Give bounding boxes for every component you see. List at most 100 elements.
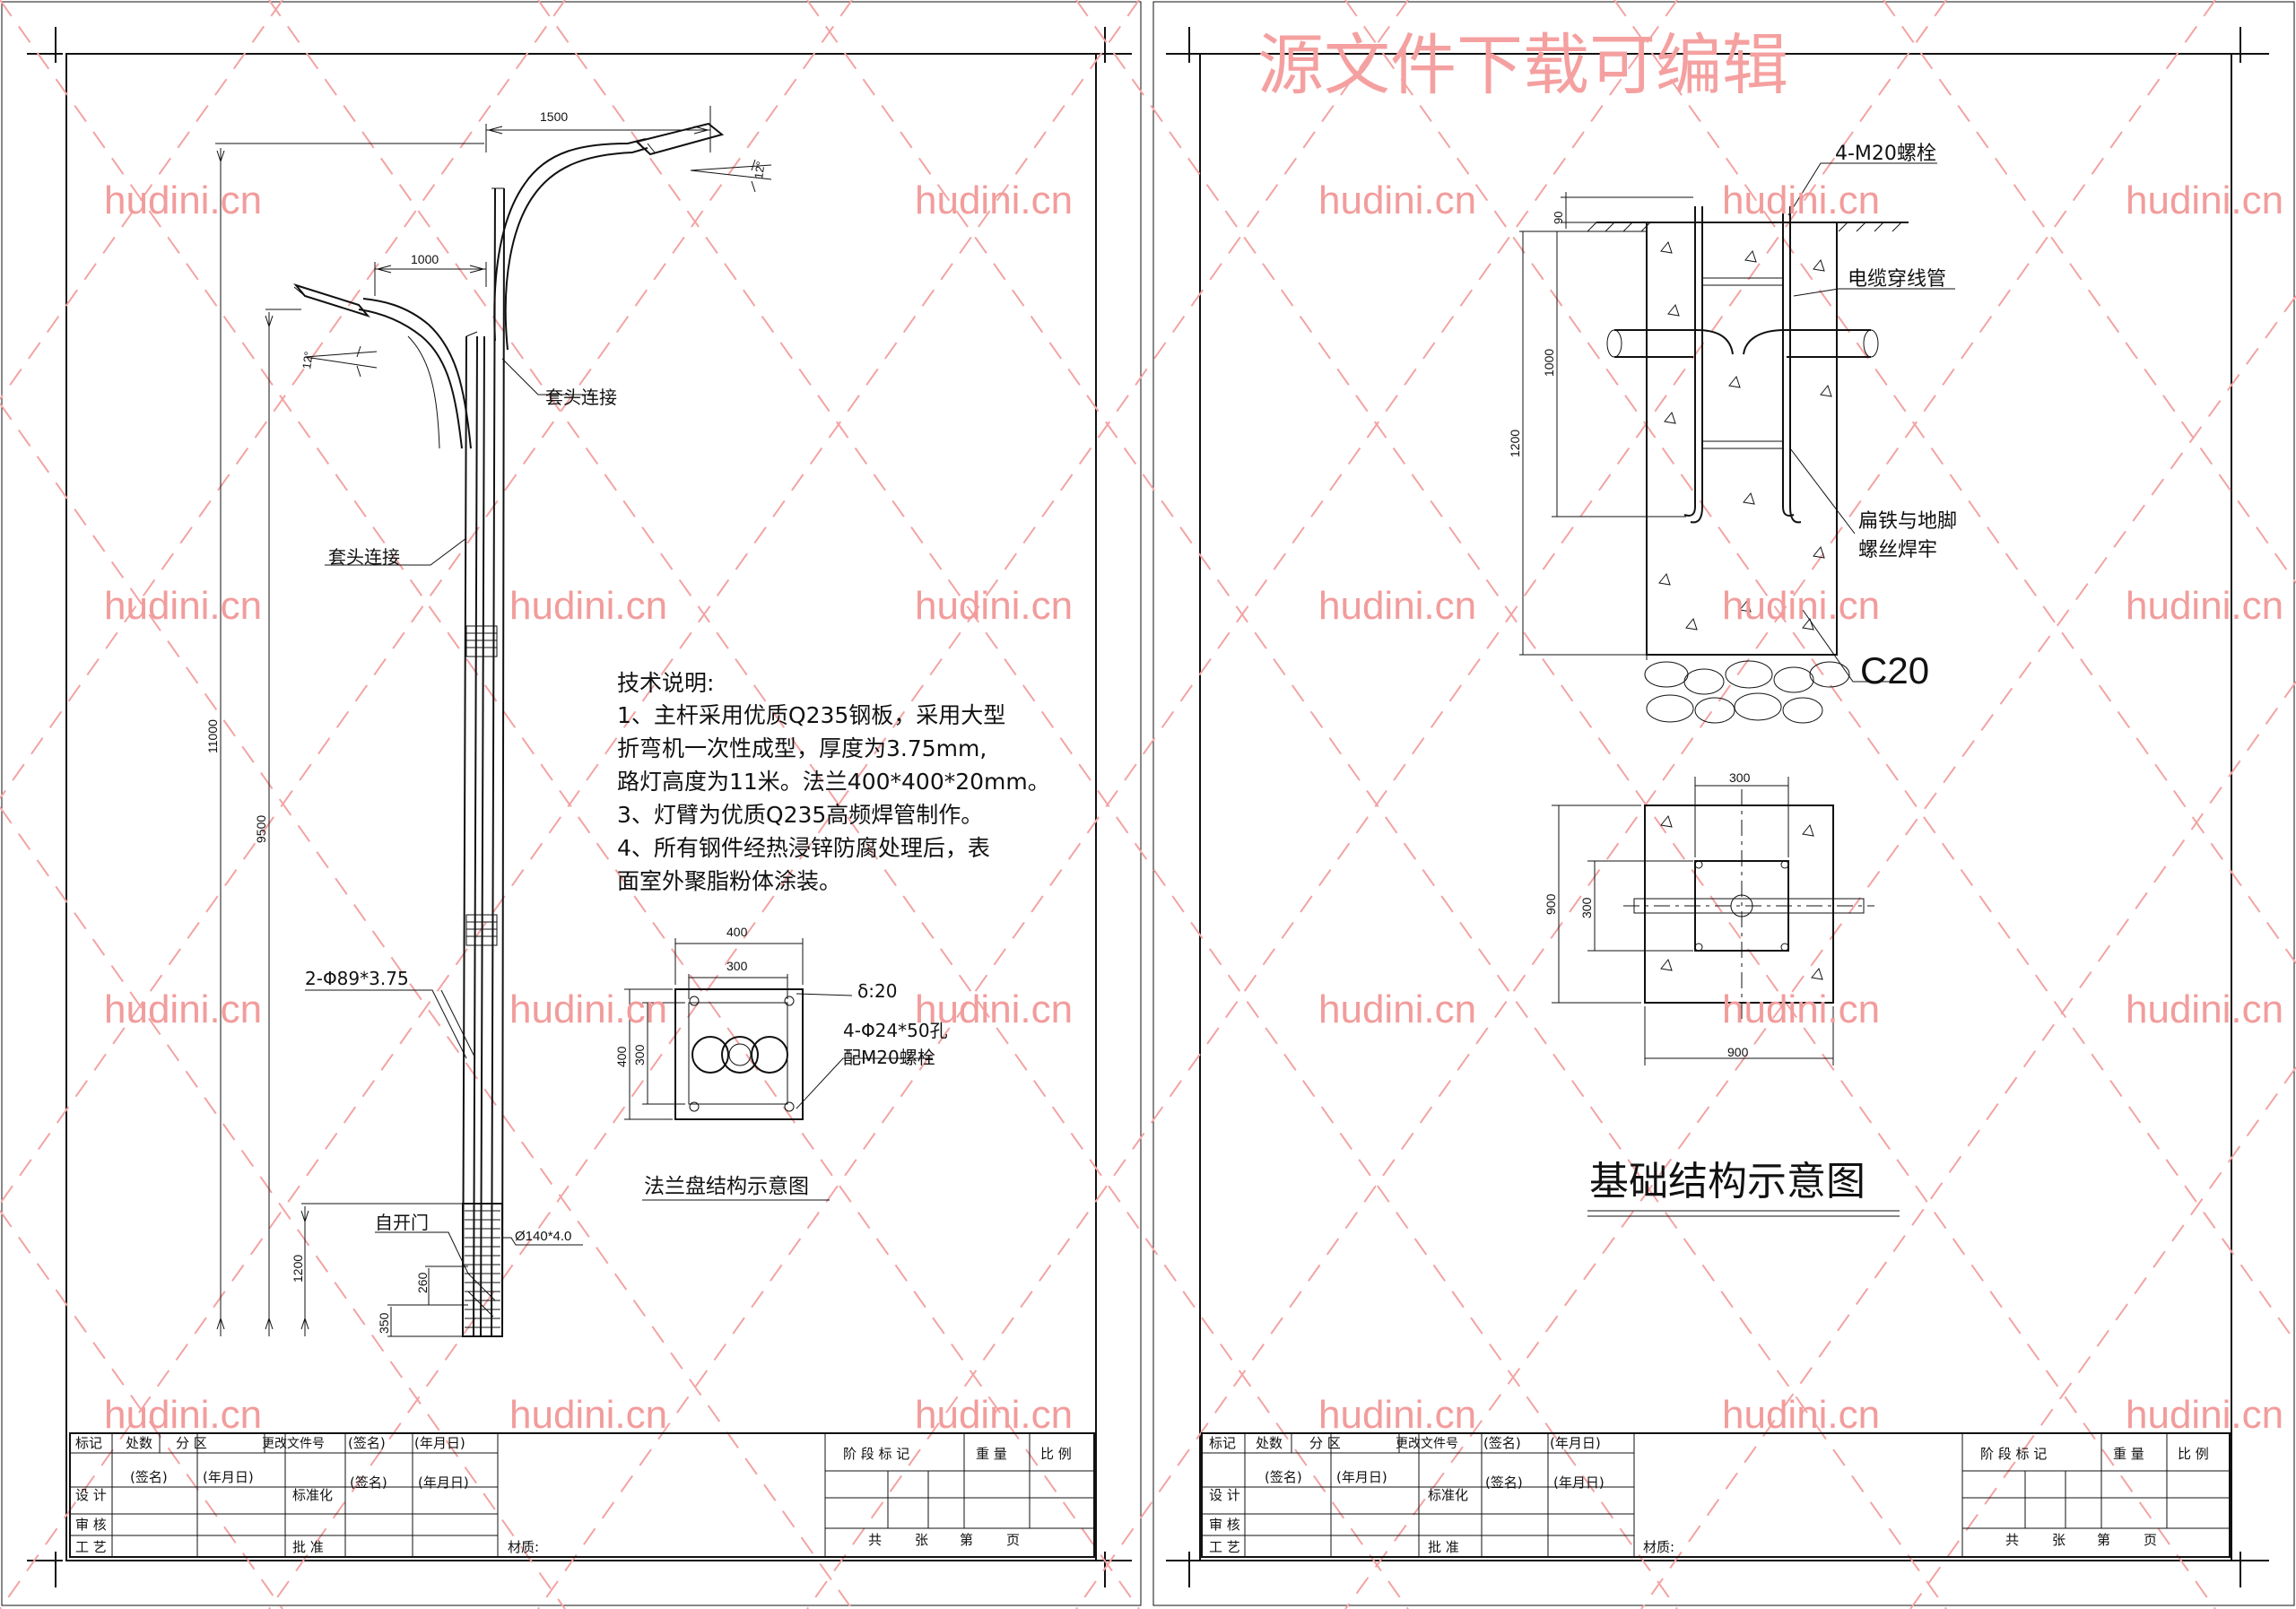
dim-door-height: 260	[415, 1272, 430, 1293]
watermark-site: hudini.cn	[1318, 987, 1476, 1031]
tb-sheets: 第	[960, 1532, 973, 1548]
watermark-site: hudini.cn	[2126, 1393, 2283, 1437]
plan-dim-inner: 300	[1579, 897, 1594, 918]
tb-material: 材质:	[508, 1539, 539, 1555]
tb-row1: 标记	[1209, 1435, 1236, 1451]
tb-date: (年月日)	[1553, 1474, 1605, 1491]
tech-note-line: 4、所有钢件经热浸锌防腐处理后，表	[617, 835, 990, 861]
flange-dim-inner-w: 300	[726, 959, 748, 973]
tb-sheets: 页	[2144, 1532, 2157, 1548]
tb-date: (年月日)	[418, 1474, 469, 1491]
section-label-bolts: 4-M20螺栓	[1835, 143, 1936, 165]
tb-right-header: 比 例	[2178, 1446, 2209, 1462]
label-socket-joint-top: 套头连接	[545, 387, 617, 408]
tb-design: 设 计	[75, 1487, 107, 1503]
tb-row1: 分 区	[176, 1435, 207, 1451]
tb-sign: (签名)	[1485, 1474, 1523, 1491]
tb-row1: 分 区	[1309, 1435, 1341, 1451]
tech-note-line: 面室外聚脂粉体涂装。	[617, 868, 841, 894]
tech-note-line: 折弯机一次性成型，厚度为3.75mm,	[617, 735, 987, 761]
tb-row1: (年月日)	[1550, 1435, 1601, 1451]
flange-dim-inner-h: 300	[632, 1044, 647, 1065]
watermark-site: hudini.cn	[915, 987, 1073, 1031]
title-block-right: 标记 处数 分 区 更改文件号 (签名) (年月日) 阶 段 标 记 重 量 比…	[1201, 1432, 2231, 1558]
flange-title: 法兰盘结构示意图	[644, 1175, 809, 1198]
watermark-site: hudini.cn	[104, 178, 262, 222]
section-label-weld-2: 螺丝焊牢	[1858, 539, 1937, 561]
tb-row1: (签名)	[1483, 1435, 1521, 1451]
watermark-site: hudini.cn	[104, 987, 262, 1031]
flange-thickness: δ:20	[857, 980, 897, 1002]
tb-row1: 更改文件号	[262, 1437, 325, 1451]
tb-design: 设 计	[1209, 1487, 1240, 1503]
label-socket-joint-mid: 套头连接	[328, 546, 400, 568]
tb-right-header: 重 量	[976, 1446, 1007, 1462]
section-dim-mid: 1000	[1542, 349, 1556, 377]
watermark-site: hudini.cn	[1318, 584, 1476, 628]
tb-row1: (签名)	[348, 1435, 386, 1451]
watermark-site: hudini.cn	[509, 1393, 667, 1437]
flange-drawing: 400 300 400 300 δ:20 4-Φ24*50孔 配M20螺栓 法兰…	[614, 925, 948, 1201]
tb-date: (年月日)	[203, 1469, 254, 1485]
tech-notes: 技术说明: 1、主杆采用优质Q235钢板，采用大型 折弯机一次性成型，厚度为3.…	[617, 670, 1050, 894]
watermark-site: hudini.cn	[1722, 178, 1880, 222]
tb-right-header: 阶 段 标 记	[843, 1446, 909, 1462]
plan-dim-left: 900	[1544, 893, 1558, 915]
watermark-site: hudini.cn	[915, 178, 1073, 222]
watermark-site: hudini.cn	[2126, 584, 2283, 628]
tech-notes-title: 技术说明:	[617, 670, 714, 696]
tb-sheets: 页	[1006, 1532, 1020, 1548]
watermark-site: hudini.cn	[1722, 987, 1880, 1031]
section-dim-top: 90	[1552, 212, 1565, 224]
angle-upper: 12°	[752, 161, 768, 180]
tb-sheets: 共	[2005, 1532, 2019, 1548]
label-self-open-door: 自开门	[375, 1212, 429, 1233]
tb-right-header: 重 量	[2113, 1446, 2144, 1462]
tb-process: 工 艺	[1209, 1539, 1240, 1555]
section-label-concrete: C20	[1860, 649, 1929, 691]
flange-dim-outer-h: 400	[614, 1046, 629, 1067]
tb-row1: 处数	[1256, 1435, 1283, 1451]
dim-arm-lower: 1000	[411, 252, 439, 266]
watermark-site: hudini.cn	[2126, 178, 2283, 222]
tb-sign: (签名)	[130, 1469, 168, 1485]
pole-elevation: 1500 1000 12° 12° 11000 9500 1200 260 35…	[205, 106, 772, 1337]
flange-holes: 4-Φ24*50孔	[843, 1020, 948, 1041]
foundation-plan: 300 900 300 900 基础结构示意图	[1544, 770, 1900, 1217]
tb-right-header: 阶 段 标 记	[1980, 1446, 2047, 1462]
flange-dim-outer-w: 400	[726, 925, 748, 939]
tb-sheets: 第	[2097, 1532, 2110, 1548]
tech-note-line: 3、灯臂为优质Q235高频焊管制作。	[617, 802, 983, 828]
foundation-section: 90 1000 1200 4-M20螺栓 电缆穿线管 扁铁与地脚 螺丝焊牢 C2…	[1508, 143, 1957, 724]
watermark-site: hudini.cn	[1318, 178, 1476, 222]
plan-dim-bottom: 900	[1727, 1045, 1749, 1059]
tb-sign: (签名)	[350, 1474, 387, 1491]
tb-row1: 处数	[126, 1435, 152, 1451]
watermark-site: hudini.cn	[1722, 1393, 1880, 1437]
watermark-site: hudini.cn	[1722, 584, 1880, 628]
tb-sheets: 张	[915, 1532, 928, 1548]
tb-standard: 标准化	[292, 1487, 333, 1503]
dim-total-height: 11000	[205, 719, 220, 753]
label-base-pipe: Ø140*4.0	[515, 1229, 571, 1244]
tb-approve: 批 准	[1428, 1539, 1459, 1555]
tb-sheets: 张	[2052, 1532, 2066, 1548]
tb-sign: (签名)	[1265, 1469, 1302, 1485]
tb-right-header: 比 例	[1040, 1446, 1072, 1462]
watermark-site: hudini.cn	[104, 1393, 262, 1437]
tech-note-line: 1、主杆采用优质Q235钢板，采用大型	[617, 702, 1005, 728]
flange-bolts: 配M20螺栓	[843, 1047, 935, 1068]
dim-light-height: 9500	[254, 815, 268, 843]
watermark-site: hudini.cn	[2126, 987, 2283, 1031]
section-label-cable-pipe: 电缆穿线管	[1848, 268, 1946, 291]
angle-lower: 12°	[300, 351, 316, 370]
watermark-site: hudini.cn	[1318, 1393, 1476, 1437]
tb-row1: 标记	[75, 1435, 102, 1451]
tb-row1: (年月日)	[414, 1435, 465, 1451]
watermark-site: hudini.cn	[104, 584, 262, 628]
section-label-weld-1: 扁铁与地脚	[1858, 510, 1957, 533]
section-dim-total: 1200	[1508, 430, 1522, 457]
title-block-left: 标记 处数 分 区 更改文件号 (签名) (年月日) 阶 段 标 记 重 量 比…	[69, 1432, 1095, 1558]
tb-review: 审 核	[75, 1517, 107, 1533]
